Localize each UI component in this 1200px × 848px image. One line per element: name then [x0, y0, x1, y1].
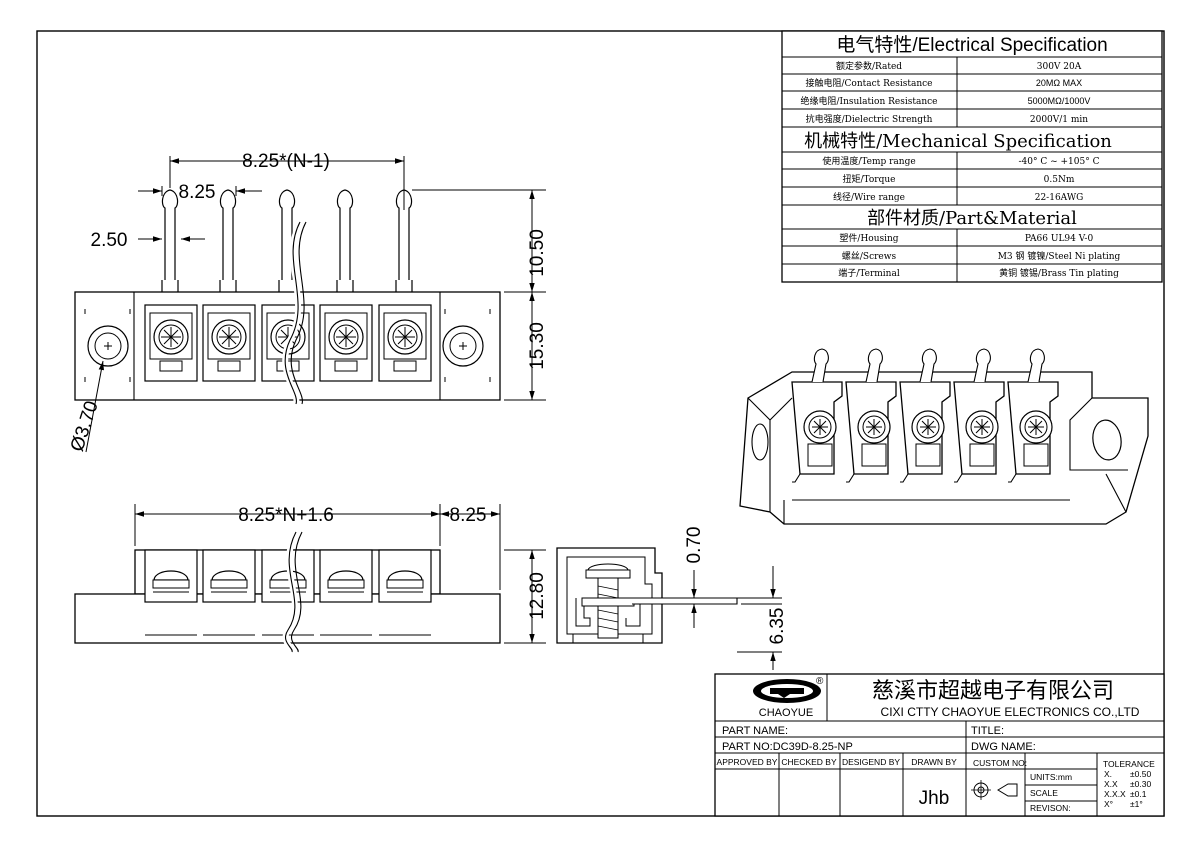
iso-terminal: [1007, 348, 1059, 483]
part-name-label: PART NAME:: [722, 725, 788, 737]
drawing-frame: [36, 30, 1165, 817]
dim-end-length: 8.25: [450, 505, 487, 526]
dim-hole-diameter: Ø3.70: [67, 398, 103, 454]
tolerance-key: X°: [1104, 799, 1113, 809]
side-view: [556, 547, 738, 644]
spec-value: 2000V/1 min: [1030, 115, 1088, 125]
spec-label: 线径/Wire range: [833, 191, 905, 203]
dim-side-height: 12.80: [527, 572, 548, 620]
tolerance-value: ±0.1: [1130, 789, 1147, 799]
title-block: ® CHAOYUE 慈溪市超越电子有限公司 CIXI CTTY CHAOYUE …: [714, 673, 1165, 817]
tolerance-value: ±0.50: [1130, 769, 1151, 779]
isometric-view: [739, 348, 1149, 525]
scale-label: SCALE: [1030, 788, 1058, 798]
logo-text: CHAOYUE: [759, 707, 813, 719]
tolerance-key: X.X: [1104, 779, 1118, 789]
approved-by-label: APPROVED BY: [717, 757, 778, 767]
screw-side: [319, 549, 373, 603]
spec-value: 20MΩ MAX: [1036, 78, 1082, 88]
tolerance-title: TOLERANCE: [1103, 759, 1155, 769]
electrical-spec-title: 电气特性/Electrical Specification: [836, 34, 1107, 56]
spec-value: 5000MΩ/1000V: [1028, 96, 1091, 106]
dim-total-length: 8.25*N+1.6: [238, 505, 334, 526]
spec-value: 黄铜 镀锡/Brass Tin plating: [999, 267, 1119, 279]
dim-pitch-total: 8.25*(N-1): [242, 151, 330, 172]
screw-terminal: [378, 304, 432, 382]
pin: [336, 189, 354, 293]
top-view-dimensions: 8.25*(N-1) 8.25 2.50 10.50 15.30 Ø3.70: [67, 151, 548, 454]
iso-terminal: [845, 348, 897, 483]
title-label: TITLE:: [971, 725, 1004, 737]
dim-pin-thickness: 0.70: [684, 527, 705, 564]
revision-label: REVISON:: [1030, 803, 1071, 813]
logo-registered-mark: ®: [816, 676, 824, 687]
screw-terminal: [319, 304, 373, 382]
screw-terminal: [144, 304, 198, 382]
dim-pin-offset: 6.35: [767, 608, 788, 645]
mechanical-spec-title: 机械特性/Mechanical Specification: [804, 131, 1112, 152]
spec-label: 绝缘电阻/Insulation Resistance: [801, 95, 938, 107]
company-name-en: CIXI CTTY CHAOYUE ELECTRONICS CO.,LTD: [881, 705, 1140, 719]
company-name-cn: 慈溪市超越电子有限公司: [872, 679, 1114, 704]
spec-label: 塑件/Housing: [839, 232, 898, 244]
spec-value: -40° C ~ +105° C: [1019, 157, 1100, 167]
iso-terminal: [791, 348, 843, 483]
screw-side: [202, 549, 256, 603]
dwg-name-label: DWG NAME:: [971, 741, 1036, 753]
dim-pitch: 8.25: [179, 182, 216, 203]
dim-pin-width: 2.50: [91, 230, 128, 251]
spec-table: 电气特性/Electrical Specification 机械特性/Mecha…: [781, 30, 1163, 283]
spec-label: 抗电强度/Dielectric Strength: [806, 113, 933, 125]
dim-body-height: 15.30: [527, 322, 548, 370]
tolerance-key: X.: [1104, 769, 1112, 779]
tolerance-key: X.X.X: [1104, 789, 1126, 799]
drawn-by-value: Jhb: [919, 788, 950, 809]
spec-label: 螺丝/Screws: [842, 250, 897, 262]
spec-label: 端子/Terminal: [838, 267, 900, 279]
drawn-by-label: DRAWN BY: [911, 757, 957, 767]
material-spec-title: 部件材质/Part&Material: [867, 208, 1077, 229]
designed-by-label: DESIGEND BY: [842, 757, 900, 767]
tolerance-value: ±0.30: [1130, 779, 1151, 789]
screw-terminal: [202, 304, 256, 382]
checked-by-label: CHECKED BY: [781, 757, 837, 767]
tolerance-value: ±1°: [1130, 799, 1143, 809]
spec-value: PA66 UL94 V-0: [1025, 234, 1094, 244]
spec-value: 22-16AWG: [1035, 193, 1084, 203]
front-view-dimensions: 8.25*N+1.6 8.25 12.80: [134, 504, 548, 644]
spec-label: 扭矩/Torque: [843, 173, 896, 185]
iso-terminal: [953, 348, 1005, 483]
dim-pin-length: 10.50: [527, 229, 548, 277]
company-logo: ®: [753, 676, 824, 703]
spec-value: M3 钢 镀镍/Steel Ni plating: [998, 250, 1121, 262]
spec-label: 使用温度/Temp range: [822, 155, 915, 167]
spec-value: 300V 20A: [1037, 62, 1082, 72]
iso-terminal: [899, 348, 951, 483]
pin: [219, 189, 237, 293]
screw-side: [144, 549, 198, 603]
units-label: UNITS:mm: [1030, 772, 1072, 782]
spec-label: 额定参数/Rated: [836, 60, 902, 72]
top-view: [74, 189, 501, 405]
part-no: PART NO:DC39D-8.25-NP: [722, 741, 853, 753]
spec-label: 接触电阻/Contact Resistance: [806, 77, 933, 89]
front-view: [74, 530, 501, 654]
projection-symbol: [971, 780, 1018, 800]
pin: [161, 189, 179, 293]
spec-value: 0.5Nm: [1044, 175, 1075, 185]
custom-no-label: CUSTOM NO:: [973, 758, 1027, 768]
screw-side: [378, 549, 432, 603]
side-view-dimensions: 0.70 6.35: [677, 527, 788, 670]
